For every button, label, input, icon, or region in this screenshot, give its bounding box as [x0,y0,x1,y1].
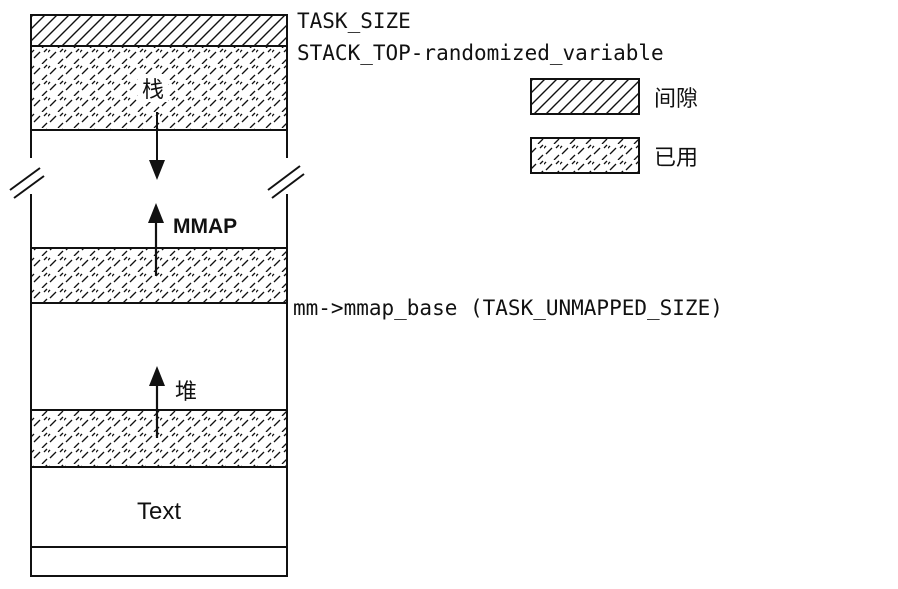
column-outline [30,14,288,577]
heap-label: 堆 [175,379,197,404]
mmap-label: MMAP [173,215,237,238]
break-mark-left [9,158,45,199]
heap-arrow-up-icon [149,366,165,438]
segment-text [31,467,287,547]
segment-bottom [31,547,287,576]
segment-top-gap [31,15,287,46]
legend-used-label: 已用 [654,145,698,170]
legend-gap-swatch [530,78,640,115]
segment-heap-used [31,410,287,467]
text-segment-label: Text [137,498,181,525]
legend: 间隙 已用 [530,78,698,174]
segment-free-upper [31,130,287,248]
mmap-arrow-up-icon [148,203,164,276]
break-mark-right [267,158,305,199]
mmap-base-label: mm->mmap_base (TASK_UNMAPPED_SIZE) [293,296,723,320]
segment-free-lower [31,303,287,410]
stack-top-label: STACK_TOP-randomized_variable [297,41,664,65]
stack-arrow-down-icon [149,112,165,180]
legend-gap-label: 间隙 [654,86,698,111]
stack-label: 栈 [142,77,164,102]
legend-used-swatch [530,137,640,174]
segment-mmap-used [31,248,287,303]
task-size-label: TASK_SIZE [297,9,411,33]
